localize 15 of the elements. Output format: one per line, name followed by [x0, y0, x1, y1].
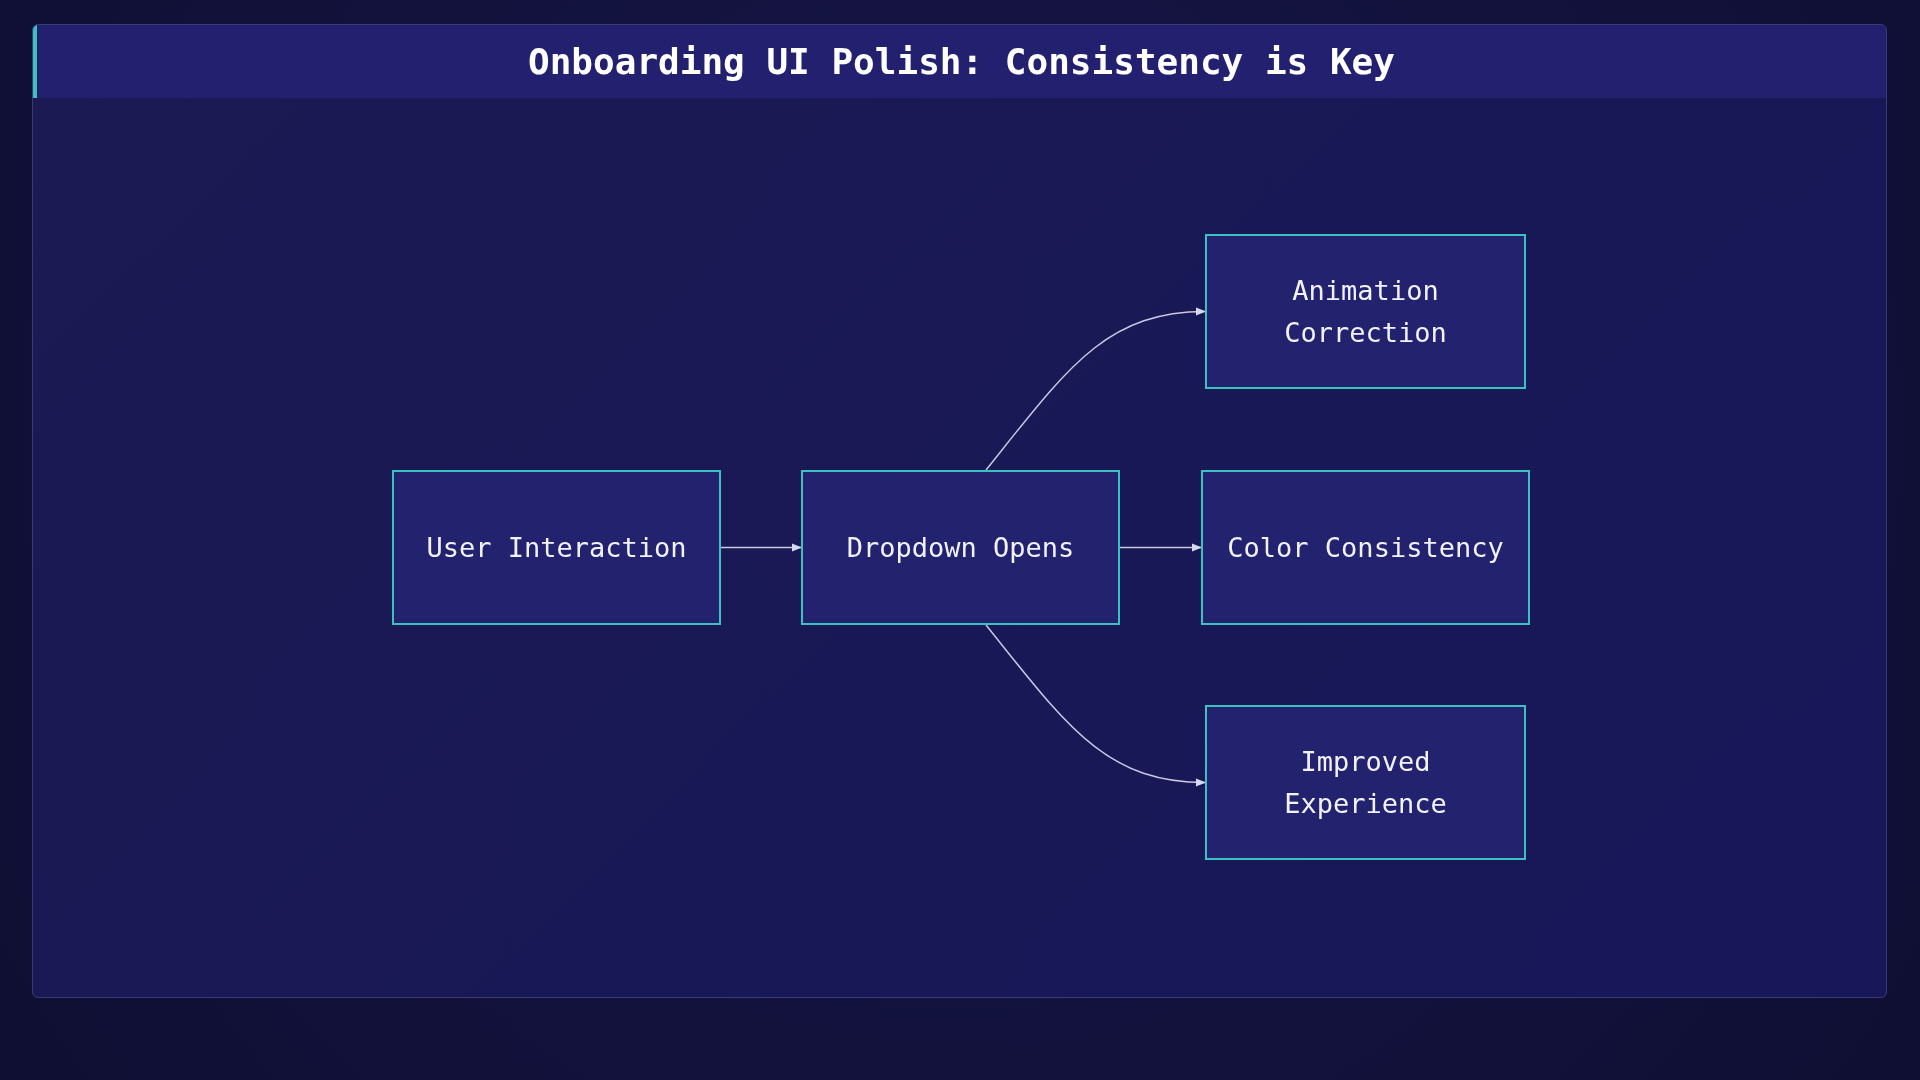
box-label: Animation Correction [1283, 273, 1448, 350]
box-label: User Interaction [426, 530, 687, 565]
arrow [720, 543, 803, 552]
process-box [392, 470, 721, 625]
box-label: Improved Experience [1283, 744, 1448, 821]
title: Onboarding UI Polish: Consistency is Key [528, 41, 1395, 82]
box-label: Dropdown Opens [846, 530, 1075, 565]
process-box [1205, 705, 1526, 860]
arrow [1119, 543, 1203, 552]
arrow [985, 307, 1207, 471]
process-box [1201, 470, 1530, 625]
process-box [801, 470, 1120, 625]
arrow [985, 624, 1207, 787]
process-box [1205, 234, 1526, 389]
box-label: Color Consistency [1227, 530, 1504, 565]
